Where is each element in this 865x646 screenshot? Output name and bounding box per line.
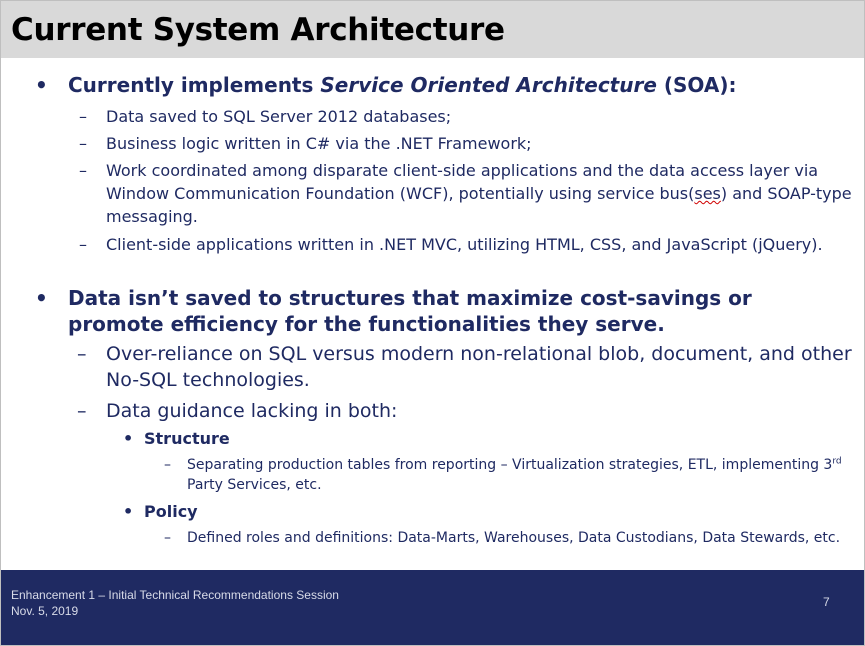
title-bar: Current System Architecture bbox=[1, 1, 864, 58]
policy-detail-text: Defined roles and definitions: Data-Mart… bbox=[187, 530, 841, 546]
footer-date: Nov. 5, 2019 bbox=[11, 604, 79, 618]
policy-heading: • Policy bbox=[123, 501, 844, 523]
bullet-icon: • bbox=[123, 502, 134, 521]
dash-icon: – bbox=[79, 134, 87, 153]
structure-detail-text-after: Party Services, etc. bbox=[187, 477, 322, 493]
structure-detail: – Separating production tables from repo… bbox=[164, 455, 855, 495]
sub-bullet-text: Work coordinated among disparate client-… bbox=[106, 161, 819, 203]
structure-label: Structure bbox=[144, 429, 230, 448]
sub-bullet-text: Business logic written in C# via the .NE… bbox=[106, 134, 532, 153]
bullet-icon: • bbox=[35, 73, 48, 97]
sub-bullet-over-reliance: – Over-reliance on SQL versus modern non… bbox=[77, 341, 856, 393]
bullet-icon: • bbox=[35, 286, 48, 310]
sub-bullet-text: Client-side applications written in .NET… bbox=[106, 235, 823, 254]
footer-bar: Enhancement 1 – Initial Technical Recomm… bbox=[1, 570, 864, 645]
slide-title: Current System Architecture bbox=[11, 12, 505, 48]
sub-bullet-csharp: – Business logic written in C# via the .… bbox=[79, 132, 856, 155]
structure-heading: • Structure bbox=[123, 428, 844, 450]
dash-icon: – bbox=[79, 235, 87, 254]
sub-bullet-sql: – Data saved to SQL Server 2012 database… bbox=[79, 105, 856, 128]
bullet-icon: • bbox=[123, 429, 134, 448]
sub-bullet-wcf: – Work coordinated among disparate clien… bbox=[79, 159, 856, 228]
sub-bullet-text: Over-reliance on SQL versus modern non-r… bbox=[106, 343, 852, 391]
bullet-data-text: Data isn’t saved to structures that maxi… bbox=[68, 286, 752, 336]
policy-label: Policy bbox=[144, 502, 198, 521]
bullet-soa: • Currently implements Service Oriented … bbox=[35, 72, 848, 98]
bullet-soa-text-before: Currently implements bbox=[68, 73, 321, 97]
dash-icon: – bbox=[164, 457, 171, 473]
sub-bullet-guidance: – Data guidance lacking in both: bbox=[77, 398, 856, 424]
dash-icon: – bbox=[79, 161, 87, 180]
dash-icon: – bbox=[164, 530, 171, 546]
superscript-rd: rd bbox=[832, 456, 842, 467]
sub-bullet-text: Data guidance lacking in both: bbox=[106, 400, 398, 422]
policy-detail: – Defined roles and definitions: Data-Ma… bbox=[164, 528, 855, 548]
dash-icon: – bbox=[79, 107, 87, 126]
sub-bullet-mvc: – Client-side applications written in .N… bbox=[79, 233, 856, 256]
spellcheck-text: ses bbox=[694, 184, 721, 203]
bullet-soa-text-after: (SOA): bbox=[656, 73, 737, 97]
page-number: 7 bbox=[823, 595, 830, 609]
footer-session-title: Enhancement 1 – Initial Technical Recomm… bbox=[11, 588, 339, 602]
bullet-data-structures: • Data isn’t saved to structures that ma… bbox=[35, 285, 848, 337]
sub-bullet-text: Data saved to SQL Server 2012 databases; bbox=[106, 107, 452, 126]
dash-icon: – bbox=[77, 400, 87, 422]
bullet-soa-text-italic: Service Oriented Architecture bbox=[320, 73, 657, 97]
dash-icon: – bbox=[77, 343, 87, 365]
sub-bullet-text: ) and SOAP-type messaging. bbox=[106, 184, 852, 226]
structure-detail-text: Separating production tables from report… bbox=[187, 457, 833, 473]
